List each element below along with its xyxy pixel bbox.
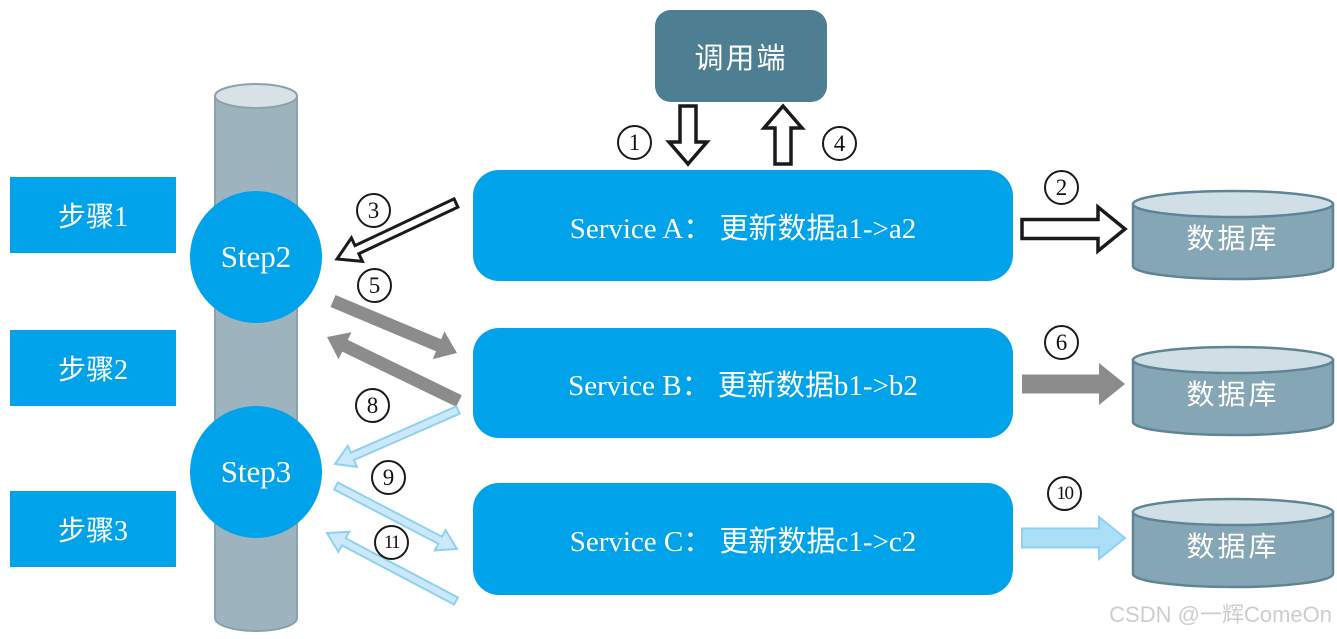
arrow-step2-to-serviceB [330, 295, 457, 360]
arrow-step3-to-serviceC [332, 481, 459, 552]
database-label-3: 数据库 [1133, 527, 1333, 563]
database-label-1-text: 数据库 [1186, 224, 1280, 255]
circled-number-11: 11 [374, 525, 409, 560]
arrow-caller-to-serviceA [665, 104, 711, 167]
arrow-serviceA-to-caller [760, 103, 806, 166]
service-a-label: Service A： 更新数据a1->a2 [569, 212, 917, 245]
service-a-box: Service A： 更新数据a1->a2 [473, 170, 1013, 281]
step3-label: Step3 [220, 454, 292, 489]
service-b-box: Service B： 更新数据b1->b2 [473, 328, 1013, 438]
service-c-box: Service C： 更新数据c1->c2 [473, 483, 1013, 595]
step-label-1-text: 步骤1 [57, 202, 128, 233]
circled-number-9: 9 [371, 460, 406, 495]
watermark-text: CSDN @一辉ComeOn [1109, 602, 1332, 627]
circled-number-5: 5 [357, 268, 392, 303]
arrows-layer [325, 103, 1128, 606]
arrow-serviceC-to-database [1021, 514, 1127, 562]
database-cylinder-1 [1131, 189, 1335, 281]
step-label-3-text: 步骤3 [57, 516, 128, 547]
circled-number-6: 6 [1044, 325, 1079, 360]
caller-box: 调用端 [655, 10, 827, 102]
caller-label: 调用端 [694, 43, 788, 75]
database-cylinder-2 [1131, 345, 1335, 437]
database-label-3-text: 数据库 [1186, 532, 1280, 563]
step2-label: Step2 [220, 239, 292, 274]
step3-node: Step3 [190, 406, 322, 538]
circled-number-3: 3 [356, 193, 391, 228]
step-label-3: 步骤3 [10, 491, 176, 567]
arrow-serviceC-to-step3 [325, 530, 460, 606]
step-label-1: 步骤1 [10, 177, 176, 253]
service-b-label: Service B： 更新数据b1->b2 [568, 370, 918, 402]
database-label-2-text: 数据库 [1186, 380, 1280, 411]
step-label-2: 步骤2 [10, 330, 176, 406]
arrow-serviceB-to-step3 [333, 404, 461, 469]
circled-number-2: 2 [1044, 170, 1079, 205]
database-cylinder-3 [1131, 497, 1335, 589]
step2-node: Step2 [190, 191, 322, 323]
circled-number-10: 10 [1047, 476, 1082, 511]
arrow-serviceA-to-database [1020, 203, 1128, 255]
circled-number-1: 1 [617, 125, 652, 160]
database-label-1: 数据库 [1133, 219, 1333, 255]
step-label-2-text: 步骤2 [57, 355, 128, 386]
arrow-serviceB-to-step2 [327, 332, 462, 407]
arrow-serviceB-to-database [1022, 363, 1125, 405]
database-label-2: 数据库 [1133, 375, 1333, 411]
circled-number-4: 4 [822, 126, 857, 161]
arrow-serviceA-to-step2 [334, 196, 460, 264]
pipeline-cylinder [214, 83, 298, 632]
circled-number-8: 8 [355, 388, 390, 423]
service-c-label: Service C： 更新数据c1->c2 [569, 526, 917, 558]
